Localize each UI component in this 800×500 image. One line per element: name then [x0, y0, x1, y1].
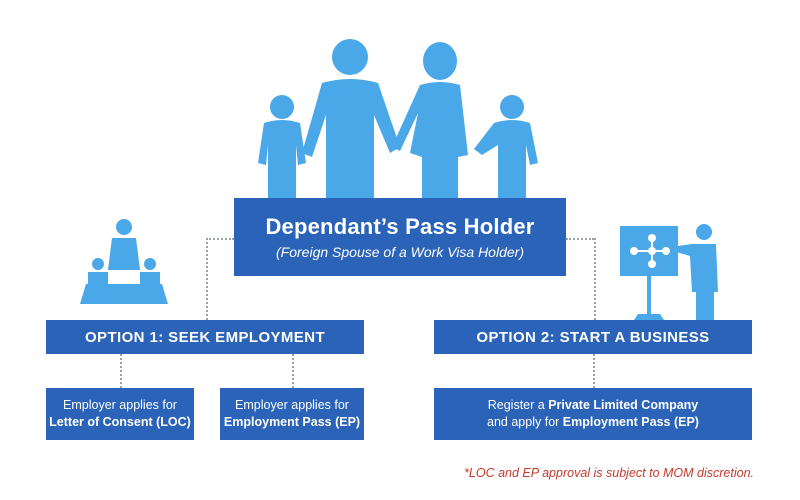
- leaf-3-line2-strong: Employment Pass (EP): [562, 415, 699, 429]
- connector-opt1-leaf1: [120, 354, 122, 388]
- business-meeting-icon: [80, 219, 168, 304]
- leaf-3-strong: Private Limited Company: [548, 398, 699, 412]
- presenter-whiteboard-icon: [620, 224, 718, 320]
- leaf-1-prefix: Employer applies for: [63, 398, 177, 412]
- option-1-label: OPTION 1: SEEK EMPLOYMENT: [84, 328, 326, 346]
- option-2-label: OPTION 2: START A BUSINESS: [476, 328, 710, 346]
- connector-root-right-h: [566, 238, 594, 240]
- leaf-3-line-1: Register a Private Limited Company: [488, 397, 699, 414]
- leaf-2-strong: Employment Pass (EP): [223, 415, 361, 429]
- family-silhouette-icon: [258, 39, 538, 200]
- leaf-3-line2-prefix: and apply for: [487, 415, 560, 429]
- footnote: *LOC and EP approval is subject to MOM d…: [464, 466, 754, 480]
- dependants-pass-holder-box: Dependant’s Pass Holder (Foreign Spouse …: [234, 198, 566, 276]
- leaf-2-prefix: Employer applies for: [235, 398, 349, 412]
- connector-root-left-h: [206, 238, 234, 240]
- connector-opt2-leaf3: [593, 354, 595, 388]
- connector-root-right-v: [594, 238, 596, 320]
- leaf-1-strong: Letter of Consent (LOC): [49, 415, 191, 429]
- root-title: Dependant’s Pass Holder: [265, 214, 535, 239]
- loc-leaf-box: Employer applies for Letter of Consent (…: [46, 388, 194, 440]
- option-1-box: OPTION 1: SEEK EMPLOYMENT: [46, 320, 364, 354]
- connector-root-left-v: [206, 238, 208, 320]
- leaf-3-line-2: and apply for Employment Pass (EP): [487, 414, 699, 431]
- private-company-leaf-box: Register a Private Limited Company and a…: [434, 388, 752, 440]
- ep-leaf-box: Employer applies for Employment Pass (EP…: [220, 388, 364, 440]
- option-2-box: OPTION 2: START A BUSINESS: [434, 320, 752, 354]
- leaf-3-prefix: Register a: [487, 398, 545, 412]
- root-subtitle: (Foreign Spouse of a Work Visa Holder): [276, 244, 524, 260]
- connector-opt1-leaf2: [292, 354, 294, 388]
